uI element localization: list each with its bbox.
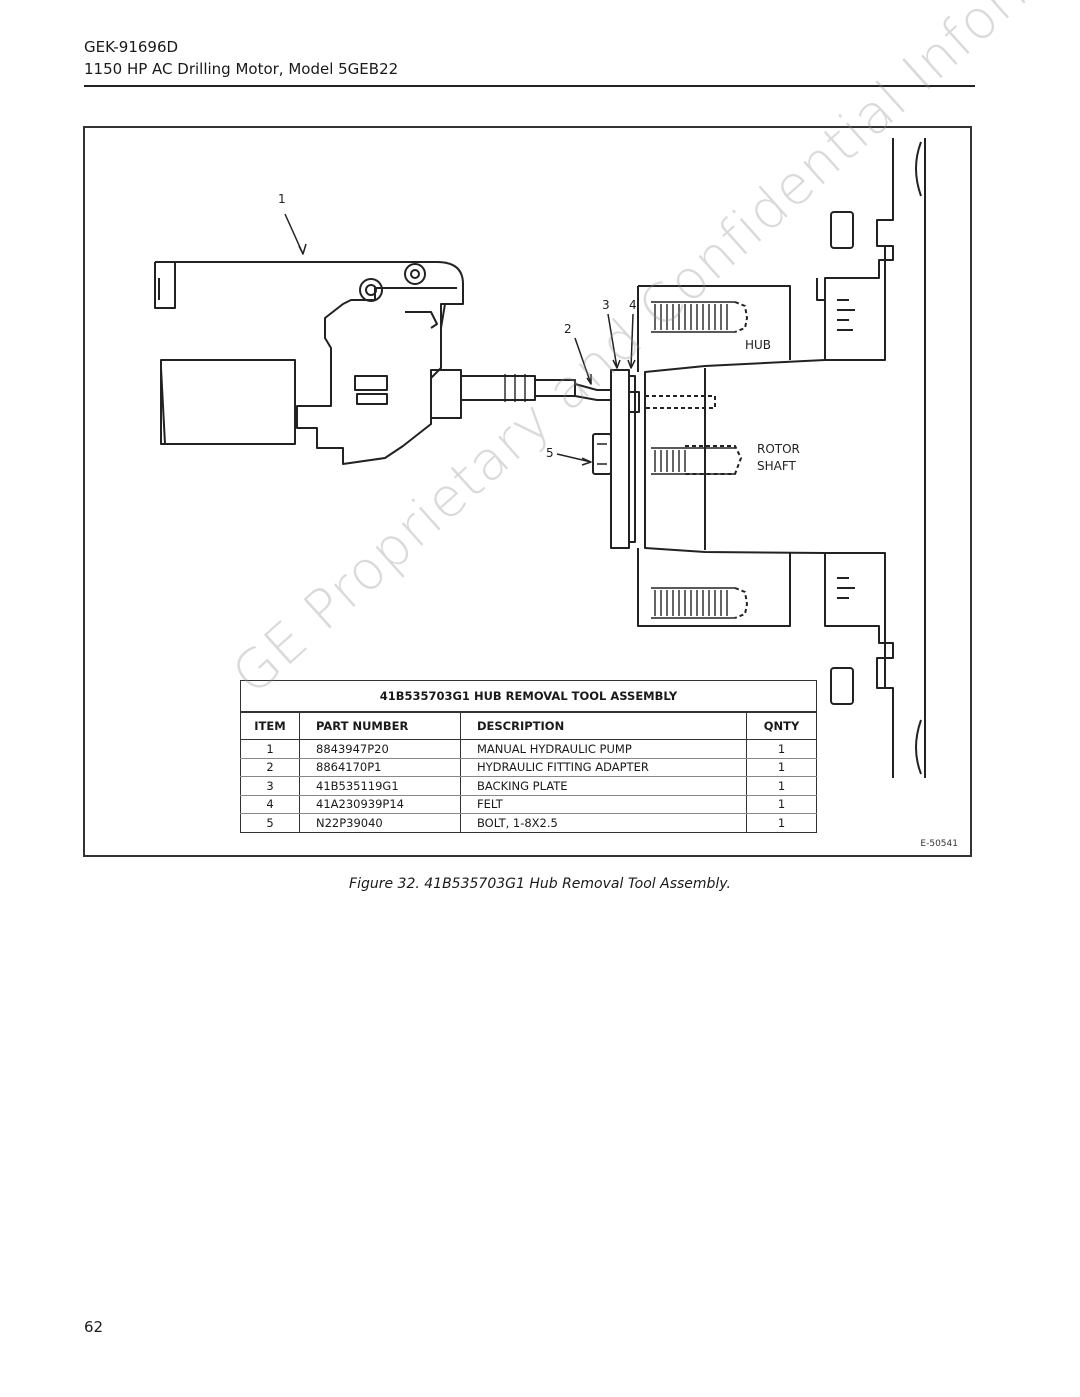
hub-upper bbox=[637, 285, 791, 372]
hub-lower bbox=[637, 548, 791, 627]
cell-qnty: 1 bbox=[777, 815, 786, 830]
document-title: 1150 HP AC Drilling Motor, Model 5GEB22 bbox=[84, 60, 399, 78]
figure-reference-code: E-50541 bbox=[920, 839, 958, 849]
cell-description: MANUAL HYDRAULIC PUMP bbox=[460, 739, 747, 759]
callout-3: 3 bbox=[602, 298, 610, 312]
cell-part-number: N22P39040 bbox=[299, 813, 461, 832]
cell-item: 1 bbox=[240, 739, 300, 759]
cell-qnty: 1 bbox=[746, 776, 817, 796]
callout-4: 4 bbox=[629, 298, 637, 312]
callout-1: 1 bbox=[278, 192, 286, 206]
parts-table-title-row: 41B535703G1 HUB REMOVAL TOOL ASSEMBLY bbox=[240, 680, 817, 713]
parts-table-header: ITEM PART NUMBER DESCRIPTION QNTY bbox=[240, 712, 817, 740]
shaft-label: SHAFT bbox=[757, 459, 796, 473]
figure-frame: 1 2 3 4 5 HUB ROTOR SHAFT E-50541 bbox=[83, 126, 972, 857]
parts-table-title: 41B535703G1 HUB REMOVAL TOOL ASSEMBLY bbox=[240, 680, 817, 713]
motor-frame-lower bbox=[824, 552, 894, 778]
cell-description: HYDRAULIC FITTING ADAPTER bbox=[460, 758, 747, 777]
cell-part-number: 8843947P20 bbox=[299, 739, 461, 759]
table-row: 3 41B535119G1 BACKING PLATE 1 bbox=[240, 776, 817, 796]
col-description: DESCRIPTION bbox=[460, 712, 747, 740]
document-number: GEK-91696D bbox=[84, 38, 179, 56]
cell-qnty: 1 bbox=[746, 739, 817, 759]
col-qnty: QNTY bbox=[746, 712, 817, 740]
hydraulic-pump-body bbox=[155, 261, 464, 465]
cell-description: BOLT, 1-8X2.5 bbox=[460, 813, 747, 832]
table-row: 4 41A230939P14 FELT 1 bbox=[240, 795, 817, 814]
cell-item: 4 bbox=[240, 795, 300, 814]
table-row: 5 N22P39040 BOLT, 1-8X2.5 1 bbox=[240, 813, 817, 832]
page-header: GEK-91696D 1150 HP AC Drilling Motor, Mo… bbox=[84, 36, 398, 80]
motor-frame-upper bbox=[824, 138, 894, 361]
table-row: 1 8843947P20 MANUAL HYDRAULIC PUMP 1 bbox=[240, 739, 817, 759]
callout-2: 2 bbox=[564, 322, 572, 336]
hub-label: HUB bbox=[745, 338, 772, 352]
cell-item: 5 bbox=[240, 813, 300, 832]
cell-part-number: 8864170P1 bbox=[299, 758, 461, 777]
pump-reservoir bbox=[160, 359, 296, 445]
backing-plate bbox=[610, 369, 630, 549]
cell-item: 3 bbox=[240, 776, 300, 796]
cell-qnty: 1 bbox=[746, 795, 817, 814]
callout-5: 5 bbox=[546, 446, 554, 460]
hub-removal-drawing bbox=[154, 138, 926, 778]
figure-caption: Figure 32. 41B535703G1 Hub Removal Tool … bbox=[349, 876, 731, 892]
bolt-head bbox=[592, 433, 612, 475]
cell-part-number: 41A230939P14 bbox=[299, 795, 461, 814]
col-item: ITEM bbox=[240, 712, 300, 740]
col-part-number: PART NUMBER bbox=[299, 712, 461, 740]
cell-part-number: 41B535119G1 bbox=[299, 776, 461, 796]
table-row: 2 8864170P1 HYDRAULIC FITTING ADAPTER 1 bbox=[240, 758, 817, 777]
cell-description: BACKING PLATE bbox=[460, 776, 747, 796]
header-divider bbox=[84, 85, 975, 87]
cell-qnty: 1 bbox=[746, 758, 817, 777]
cell-description: FELT bbox=[460, 795, 747, 814]
parts-table: 41B535703G1 HUB REMOVAL TOOL ASSEMBLY IT… bbox=[240, 680, 817, 833]
rotor-shaft bbox=[644, 359, 826, 554]
page-number: 62 bbox=[84, 1318, 104, 1336]
cell-item: 2 bbox=[240, 758, 300, 777]
rotor-label: ROTOR bbox=[757, 442, 800, 456]
